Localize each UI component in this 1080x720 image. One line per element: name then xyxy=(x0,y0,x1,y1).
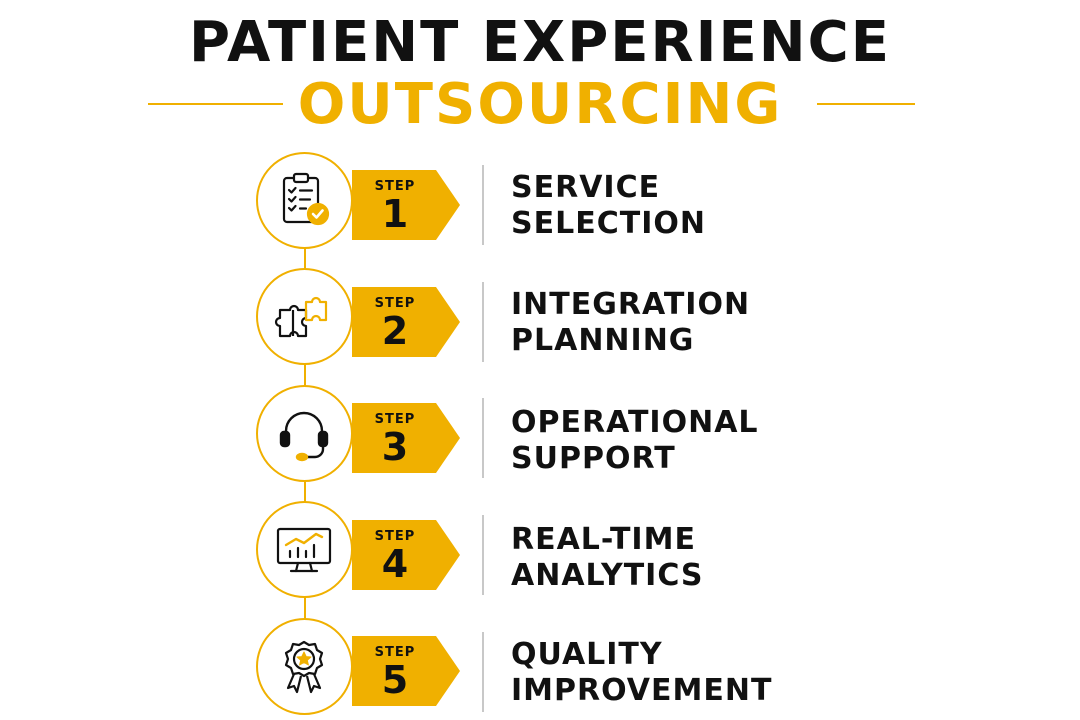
title-rule-right xyxy=(817,103,915,105)
step-3-title-line1: OPERATIONAL xyxy=(511,405,759,440)
puzzle-icon xyxy=(274,296,328,338)
headset-icon xyxy=(279,411,329,462)
step-5-title-line1: QUALITY xyxy=(511,637,663,672)
step-4-title-line1: REAL-TIME xyxy=(511,522,696,557)
analytics-monitor-icon xyxy=(276,527,332,573)
step-4-label: STEP xyxy=(374,529,416,544)
step-4-icon-circle xyxy=(256,501,353,598)
step-4-number: 4 xyxy=(381,542,409,586)
step-4-divider xyxy=(482,515,484,595)
step-3-title-line2: SUPPORT xyxy=(511,441,676,476)
page-subtitle: OUTSOURCING xyxy=(297,72,783,137)
step-4-title: REAL-TIME ANALYTICS xyxy=(511,522,1031,594)
step-3-title: OPERATIONAL SUPPORT xyxy=(511,405,1031,477)
step-5-badge: STEP 5 xyxy=(352,636,460,706)
step-1-icon-circle xyxy=(256,152,353,249)
step-1-title-line2: SELECTION xyxy=(511,206,706,241)
step-5-title: QUALITY IMPROVEMENT xyxy=(511,637,1031,709)
step-3-number: 3 xyxy=(381,425,409,469)
step-5-icon-circle xyxy=(256,618,353,715)
step-1-badge: STEP 1 xyxy=(352,170,460,240)
step-2-label: STEP xyxy=(374,296,416,311)
step-2-title: INTEGRATION PLANNING xyxy=(511,287,1031,359)
step-1-divider xyxy=(482,165,484,245)
step-3-label: STEP xyxy=(374,412,416,427)
step-4-badge: STEP 4 xyxy=(352,520,460,590)
step-1-title: SERVICE SELECTION xyxy=(511,170,1031,242)
step-2-divider xyxy=(482,282,484,362)
page-title: PATIENT EXPERIENCE xyxy=(189,10,891,75)
step-2-title-line2: PLANNING xyxy=(511,323,695,358)
step-1-number: 1 xyxy=(381,192,409,236)
title-rule-left xyxy=(148,103,283,105)
step-2-badge: STEP 2 xyxy=(352,287,460,357)
step-4-title-line2: ANALYTICS xyxy=(511,558,704,593)
step-1-label: STEP xyxy=(374,179,416,194)
step-3-divider xyxy=(482,398,484,478)
award-ribbon-icon xyxy=(284,640,324,694)
step-2-icon-circle xyxy=(256,268,353,365)
step-5-label: STEP xyxy=(374,645,416,660)
step-2-number: 2 xyxy=(381,309,409,353)
clipboard-check-icon xyxy=(282,172,330,226)
step-3-badge: STEP 3 xyxy=(352,403,460,473)
step-3-icon-circle xyxy=(256,385,353,482)
step-5-divider xyxy=(482,632,484,712)
step-1-title-line1: SERVICE xyxy=(511,170,661,205)
step-5-number: 5 xyxy=(381,658,409,702)
step-2-title-line1: INTEGRATION xyxy=(511,287,751,322)
step-5-title-line2: IMPROVEMENT xyxy=(511,673,773,708)
